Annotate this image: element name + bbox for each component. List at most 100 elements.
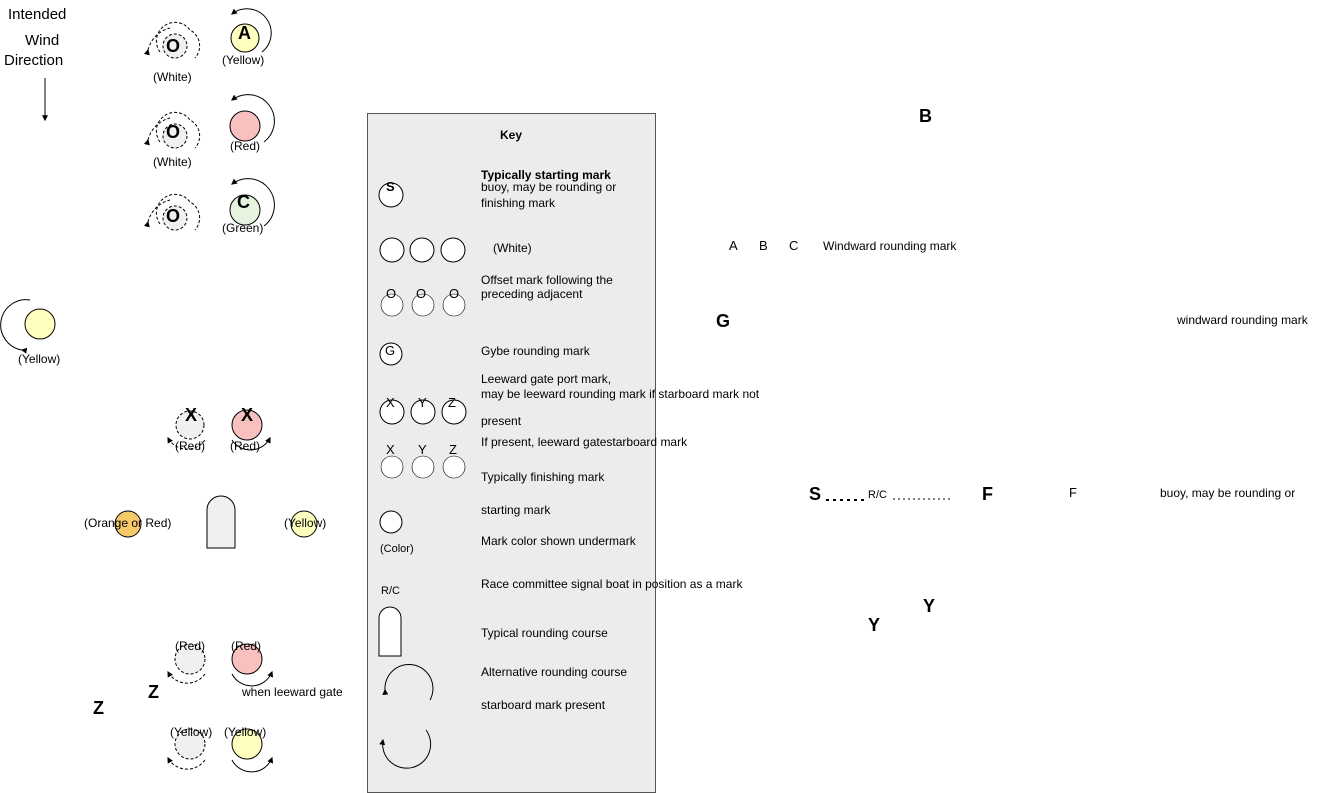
key-s-letter: S bbox=[386, 179, 395, 194]
key-start-mark bbox=[378, 182, 404, 208]
mark-o1-letter: O bbox=[166, 36, 181, 56]
mark-o2-color: (White) bbox=[153, 155, 192, 169]
key-white-mark-2 bbox=[409, 237, 435, 263]
key-panel bbox=[367, 113, 656, 793]
mark-orange-color: (Orange or Red) bbox=[84, 516, 172, 530]
mark-z-yellow2 bbox=[231, 728, 263, 760]
dash-arc-o1 bbox=[155, 21, 201, 59]
course-f-label: F bbox=[982, 484, 993, 504]
mark-c bbox=[229, 194, 261, 226]
key-color-desc: Mark color shown undermark bbox=[481, 534, 636, 548]
course-rc-label: R/C bbox=[868, 489, 887, 501]
mark-a bbox=[230, 23, 260, 53]
course-buoy-text: buoy, may be rounding or bbox=[1160, 486, 1296, 500]
mark-o1 bbox=[162, 33, 188, 59]
key-starboard-text: If present, leeward gatestarboard mark bbox=[481, 435, 688, 449]
key-offset-line1: Offset mark following the bbox=[481, 273, 613, 287]
mark-x1-letter: X bbox=[185, 405, 198, 425]
mark-z-letter-big: Z bbox=[93, 698, 104, 718]
key-title: Key bbox=[500, 128, 523, 142]
key-gate-line1: Leeward gate port mark, bbox=[481, 372, 612, 386]
mark-c-color: (Green) bbox=[222, 221, 264, 235]
key-y-letter: Y bbox=[418, 395, 427, 410]
mark-o3 bbox=[162, 205, 188, 231]
wind-label-line1: Intended bbox=[8, 6, 67, 23]
course-a-small: A bbox=[729, 238, 738, 253]
mark-b-red bbox=[229, 110, 261, 142]
key-alt-course-arc bbox=[379, 729, 432, 769]
key-starting-text: starting mark bbox=[481, 503, 551, 517]
mark-z-yellow1 bbox=[174, 728, 206, 760]
key-z-letter: Z bbox=[448, 395, 456, 410]
key-z2-letter: Z bbox=[449, 442, 457, 457]
key-port-mark-1 bbox=[379, 399, 405, 425]
course-s-label: S bbox=[809, 484, 822, 504]
mark-x1 bbox=[175, 410, 205, 440]
key-start-line3: finishing mark bbox=[481, 196, 556, 210]
key-offset-letter-2: O bbox=[416, 286, 427, 301]
key-stbd-mark-2 bbox=[411, 455, 435, 479]
when-leeward-gate-text: when leeward gate bbox=[242, 685, 343, 699]
key-boat-shape bbox=[378, 606, 402, 657]
mark-z-red2-color: (Red) bbox=[231, 639, 262, 653]
key-color-label: (Color) bbox=[380, 543, 414, 555]
key-gybe-mark bbox=[379, 342, 403, 366]
key-offset-letter-1: O bbox=[386, 286, 397, 301]
mark-x2-letter: X bbox=[241, 405, 254, 425]
course-f-small: F bbox=[1069, 485, 1077, 500]
course-b-label: B bbox=[919, 106, 932, 126]
key-rc-desc: Race committee signal boat in position a… bbox=[481, 577, 743, 591]
mark-yellow-right bbox=[290, 510, 318, 538]
key-offset-mark-3 bbox=[442, 293, 466, 317]
mark-c-letter: C bbox=[237, 192, 250, 212]
key-start-heading: Typically starting mark bbox=[481, 168, 611, 182]
key-gate-line3: present bbox=[481, 414, 522, 428]
mark-orange bbox=[114, 510, 142, 538]
key-color-mark bbox=[379, 510, 403, 534]
key-offset-line2: preceding adjacent bbox=[481, 287, 583, 301]
key-rc-label: R/C bbox=[381, 585, 400, 597]
key-g-letter: G bbox=[385, 343, 396, 358]
mark-a-letter: A bbox=[238, 23, 251, 43]
key-alt-course-text: Alternative rounding course bbox=[481, 665, 628, 679]
key-port-mark-2 bbox=[410, 399, 436, 425]
wind-label-line2: Wind bbox=[25, 32, 60, 49]
key-port-mark-3 bbox=[441, 399, 467, 425]
key-typical-course-arc bbox=[382, 664, 434, 701]
key-finishing-text: Typically finishing mark bbox=[481, 470, 605, 484]
key-offset-mark-2 bbox=[411, 293, 435, 317]
key-offset-mark-1 bbox=[380, 293, 404, 317]
mark-z-red1-color: (Red) bbox=[175, 639, 206, 653]
key-typical-course-text: Typical rounding course bbox=[481, 626, 608, 640]
course-c-small: C bbox=[789, 238, 799, 253]
key-start-line2: buoy, may be rounding or bbox=[481, 180, 617, 194]
key-gate-line2: may be leeward rounding mark if starboar… bbox=[481, 387, 760, 401]
key-stbd-mark-1 bbox=[380, 455, 404, 479]
mark-x2-color: (Red) bbox=[230, 439, 261, 453]
key-offset-letter-3: O bbox=[449, 286, 460, 301]
key-y2-letter: Y bbox=[418, 442, 427, 457]
course-g-label: G bbox=[716, 311, 731, 331]
mark-x2 bbox=[231, 409, 263, 441]
mark-o1-color: (White) bbox=[153, 70, 192, 84]
key-gybe-text: Gybe rounding mark bbox=[481, 344, 590, 358]
mark-o2-letter: O bbox=[166, 122, 181, 142]
mark-b-color: (Red) bbox=[230, 139, 261, 153]
mark-a-color: (Yellow) bbox=[222, 53, 265, 67]
mark-z-yellow2-color: (Yellow) bbox=[224, 725, 267, 739]
course-y1-label: Y bbox=[923, 596, 936, 616]
wind-label-line3: Direction bbox=[4, 52, 64, 69]
key-white-mark-3 bbox=[440, 237, 466, 263]
course-y2-label: Y bbox=[868, 615, 881, 635]
key-white-mark-1 bbox=[379, 237, 405, 263]
course-windward-lower-text: windward rounding mark bbox=[1177, 313, 1308, 327]
mark-o3-letter: O bbox=[166, 206, 181, 226]
mark-z-red2 bbox=[231, 643, 263, 675]
key-x-letter: X bbox=[386, 395, 395, 410]
solid-arc-a bbox=[231, 8, 272, 53]
key-white-label: (White) bbox=[493, 241, 532, 255]
mark-yellow-right-color: (Yellow) bbox=[284, 516, 327, 530]
mark-solo-color: (Yellow) bbox=[18, 352, 61, 366]
mark-z-yellow1-color: (Yellow) bbox=[170, 725, 213, 739]
